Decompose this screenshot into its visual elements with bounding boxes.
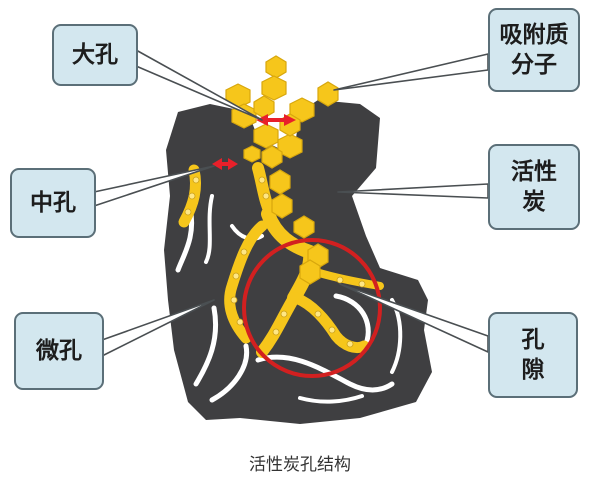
pore-channels bbox=[175, 194, 403, 404]
filled-pore-network bbox=[178, 162, 384, 358]
granule bbox=[230, 296, 238, 304]
granule bbox=[262, 192, 270, 200]
granule bbox=[258, 176, 266, 184]
pore-channel bbox=[255, 354, 395, 393]
diagram-caption: 活性炭孔结构 bbox=[249, 455, 351, 475]
adsorbate-molecule bbox=[253, 95, 275, 119]
adsorbate-molecule bbox=[261, 145, 283, 169]
filled-pore bbox=[252, 162, 276, 218]
granule bbox=[184, 208, 192, 216]
callout-pointer bbox=[333, 53, 489, 91]
callout-lines bbox=[93, 49, 489, 357]
red-arrows bbox=[212, 114, 296, 170]
pore-channel bbox=[298, 394, 364, 404]
granule bbox=[232, 272, 240, 280]
granule bbox=[192, 176, 200, 184]
granule bbox=[280, 310, 288, 318]
label-activated-carbon: 活性 炭 bbox=[488, 144, 580, 230]
filled-pore bbox=[256, 292, 300, 358]
label-mesopore: 中孔 bbox=[10, 168, 96, 238]
granule bbox=[272, 328, 280, 336]
granule bbox=[188, 192, 196, 200]
adsorbate-molecule bbox=[299, 259, 321, 285]
adsorbate-molecule bbox=[253, 123, 279, 149]
granule-dots bbox=[184, 176, 366, 348]
pore-channel bbox=[333, 293, 371, 347]
adsorbate-molecule bbox=[269, 169, 291, 195]
granule bbox=[358, 280, 366, 288]
filled-pore bbox=[290, 292, 370, 354]
label-pore: 孔 隙 bbox=[488, 312, 578, 398]
granule bbox=[240, 248, 248, 256]
pore-highlight-circle bbox=[242, 238, 382, 378]
adsorbate-molecule bbox=[261, 75, 287, 101]
adsorbate-molecule bbox=[317, 81, 339, 107]
pore-channel bbox=[209, 343, 250, 403]
pore-channel bbox=[204, 194, 214, 264]
granule bbox=[328, 326, 336, 334]
arrow-icon bbox=[212, 158, 238, 170]
granule bbox=[346, 340, 354, 348]
label-micropore: 微孔 bbox=[14, 312, 104, 390]
adsorbate-molecule bbox=[265, 55, 287, 79]
granule bbox=[314, 310, 322, 318]
adsorbate-molecule bbox=[243, 145, 261, 163]
filled-pore bbox=[312, 268, 384, 290]
adsorbate-molecule bbox=[293, 215, 315, 239]
callout-pointer bbox=[337, 183, 489, 199]
granule bbox=[236, 318, 244, 326]
filled-pore bbox=[224, 220, 268, 344]
pore-channel bbox=[193, 305, 219, 387]
arrow-icon bbox=[256, 114, 296, 126]
label-adsorbate-molecule: 吸附质 分子 bbox=[488, 8, 580, 92]
label-large-pore: 大孔 bbox=[52, 24, 138, 86]
adsorbate-molecule bbox=[271, 193, 293, 219]
granule bbox=[336, 276, 344, 284]
